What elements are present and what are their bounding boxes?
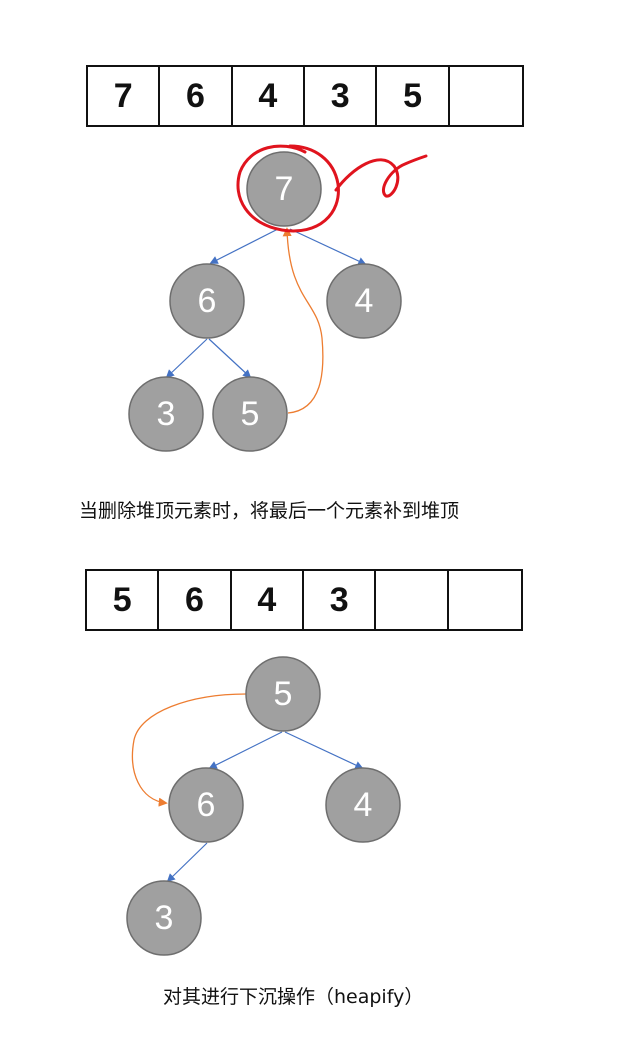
array-cell: 7 xyxy=(88,67,161,125)
tree-before: 7 6 4 3 5 xyxy=(128,144,428,452)
tree-node-root: 7 xyxy=(246,151,322,227)
svg-text:5: 5 xyxy=(241,395,260,433)
tree-node-left-left: 3 xyxy=(126,880,202,956)
tree-node-left-right: 5 xyxy=(212,376,288,452)
svg-text:5: 5 xyxy=(274,675,293,713)
array-cell: 6 xyxy=(159,571,232,629)
sift-down-arrow xyxy=(131,693,247,807)
tree-node-left-left: 3 xyxy=(128,376,204,452)
edge-root-right xyxy=(289,228,367,265)
svg-text:4: 4 xyxy=(355,282,374,320)
edge-left-leftright xyxy=(208,338,252,379)
svg-text:7: 7 xyxy=(275,170,294,208)
array-cell: 4 xyxy=(232,571,305,629)
root-highlight-scribble xyxy=(236,144,428,233)
edge-left-leftleft xyxy=(166,842,208,883)
caption-delete-top: 当删除堆顶元素时，将最后一个元素补到堆顶 xyxy=(79,500,460,522)
array-cell: 6 xyxy=(160,67,233,125)
array-cell: 3 xyxy=(305,67,378,125)
edge-root-left xyxy=(208,731,283,769)
tree-node-right: 4 xyxy=(325,767,401,843)
svg-text:6: 6 xyxy=(197,786,216,824)
array-cell: 5 xyxy=(377,67,450,125)
array-cell xyxy=(376,571,449,629)
svg-text:3: 3 xyxy=(155,899,174,937)
caption-heapify: 对其进行下沉操作（heapify） xyxy=(163,986,424,1008)
tree-node-left: 6 xyxy=(168,767,244,843)
edge-left-leftleft xyxy=(165,338,208,379)
array-cell: 3 xyxy=(304,571,377,629)
move-last-to-root-arrow xyxy=(282,227,324,414)
heap-array-after: 5 6 4 3 xyxy=(85,569,523,631)
tree-node-root: 5 xyxy=(245,656,321,732)
heap-array-before: 7 6 4 3 5 xyxy=(86,65,524,127)
array-cell: 5 xyxy=(87,571,160,629)
svg-text:6: 6 xyxy=(198,282,217,320)
edge-root-left xyxy=(209,228,279,264)
tree-node-left: 6 xyxy=(169,263,245,339)
tree-node-right: 4 xyxy=(326,263,402,339)
tree-after: 5 6 4 3 xyxy=(126,656,401,956)
array-cell: 4 xyxy=(233,67,306,125)
svg-text:3: 3 xyxy=(157,395,176,433)
edge-root-right xyxy=(284,731,364,769)
svg-text:4: 4 xyxy=(354,786,373,824)
